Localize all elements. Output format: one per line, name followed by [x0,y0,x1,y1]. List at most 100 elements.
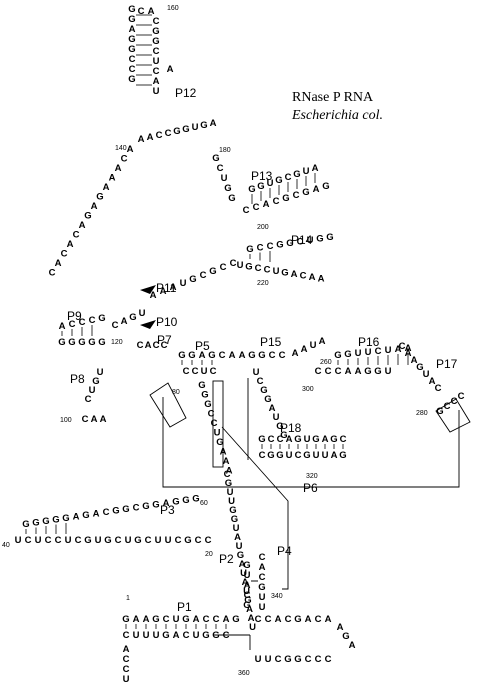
nucleotide-C: C [49,268,56,279]
pseudoknot-connectors [149,378,471,650]
nucleotide-C: C [340,434,347,445]
nucleotide-G: G [32,518,39,529]
nucleotide-C: C [255,263,262,274]
nucleotide-C: C [375,346,382,357]
nucleotide-A: A [312,163,319,174]
nucleotide-A: A [223,456,230,467]
nucleotide-U: U [123,674,130,685]
nucleotide-U: U [125,535,132,546]
nucleotide-G: G [98,313,105,324]
pos-260: 260 [320,359,332,366]
nucleotide-G: G [198,380,205,391]
nucleotide-C: C [213,614,220,625]
nucleotide-C: C [458,391,465,402]
label-p10: P10 [156,315,178,329]
nucleotide-A: A [246,604,253,615]
nucleotide-C: C [61,249,68,260]
nucleotide-U: U [243,586,250,597]
title-line1: RNase P RNA [292,90,374,105]
nucleotide-G: G [201,390,208,401]
nucleotide-A: A [133,614,140,625]
nucleotide-C: C [210,366,217,377]
nucleotide-C: C [268,434,275,445]
nucleotide-A: A [220,447,227,458]
nucleotide-A: A [145,340,152,351]
nucleotide-C: C [79,317,86,328]
nucleotide-A: A [411,355,418,366]
nucleotide-G: G [312,434,319,445]
nucleotide-U: U [273,412,280,423]
pos-1: 1 [126,595,130,602]
nucleotide-G: G [209,266,216,277]
nucleotide-G: G [152,26,159,37]
nucleotide-A: A [337,622,344,633]
nucleotide-G: G [281,268,288,279]
nucleotide-A: A [160,286,167,297]
nucleotide-A: A [115,163,122,174]
nucleotide-U: U [180,278,187,289]
nucleotide-C: C [335,366,342,377]
helix-labels: P1 P2 P3 P4 P5 P6 P7 P8 P9 P10 P11 P12 P… [67,86,458,614]
nucleotide-A: A [55,258,62,269]
nucleotide-G: G [128,34,135,45]
nucleotide-C: C [163,614,170,625]
label-p4: P4 [277,544,292,558]
nucleotide-A: A [269,403,276,414]
nucleotide-C: C [253,202,260,213]
strand-p1-right-loop: AGA [337,622,356,651]
nucleotide-A: A [148,6,155,17]
nucleotide-A: A [405,348,412,359]
pos-60: 60 [200,500,208,507]
nucleotide-A: A [429,376,436,387]
nucleotide-U: U [259,592,266,603]
nucleotide-C: C [112,320,119,331]
label-p18: P18 [280,421,302,435]
nucleotide-G: G [182,124,189,135]
nucleotide-A: A [173,630,180,641]
nucleotide-C: C [121,154,128,165]
nucleotide-C: C [153,16,160,27]
nucleotide-G: G [334,350,341,361]
nucleotide-U: U [355,348,362,359]
nucleotide-C: C [156,130,163,141]
nucleotide-C: C [203,614,210,625]
label-p1: P1 [177,600,192,614]
nucleotide-A: A [121,316,128,327]
nucleotide-C: C [297,237,304,248]
nucleotide-C: C [220,262,227,273]
nucleotide-U: U [304,434,311,445]
nucleotide-C: C [133,503,140,514]
nucleotide-C: C [315,366,322,377]
nucleotide-U: U [227,487,234,498]
nucleotide-C: C [175,535,182,546]
nucleotide-G: G [267,450,274,461]
nucleotide-U: U [192,122,199,133]
nucleotide-A: A [223,614,230,625]
pos-120: 120 [111,339,123,346]
nucleotide-A: A [242,577,249,588]
nucleotide-C: C [165,128,172,139]
nucleotide-A: A [167,64,174,75]
nucleotide-C: C [267,241,274,252]
label-p16: P16 [358,335,380,349]
nucleotide-A: A [275,614,282,625]
nucleotide-G: G [82,510,89,521]
nucleotide-U: U [385,345,392,356]
nucleotide-U: U [193,630,200,641]
nucleotide-A: A [248,613,255,624]
nucleotide-G: G [216,437,223,448]
p17-box [435,398,471,433]
nucleotide-G: G [58,337,65,348]
p6-connector [162,397,460,488]
nucleotide-C: C [183,366,190,377]
nucleotide-C: C [295,450,302,461]
nucleotide-G: G [98,337,105,348]
nucleotide-U: U [365,347,372,358]
